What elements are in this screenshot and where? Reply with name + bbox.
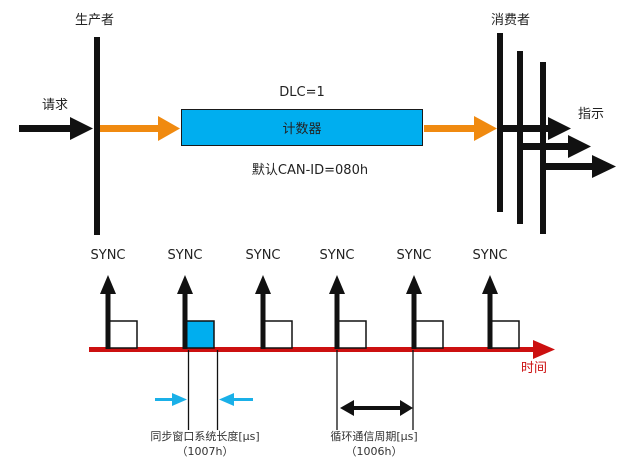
sync-window-frame-highlighted [185, 320, 215, 349]
sync-window-label: 同步窗口系统长度[μs] [150, 430, 260, 443]
sync-pulse [255, 275, 293, 349]
request-arrow [19, 117, 93, 140]
sync-label: SYNC [167, 248, 203, 263]
consumer-label: 消费者 [491, 13, 531, 28]
sync-arrow-shaft [411, 290, 417, 349]
sync-label: SYNC [396, 248, 432, 263]
sync-frame-box [490, 320, 520, 349]
cycle-period-index: （1006h） [345, 445, 403, 458]
sync-pulse [406, 275, 444, 349]
sync-arrow-shaft [182, 290, 188, 349]
indication-label: 指示 [578, 107, 605, 122]
sync-arrow-head [482, 275, 498, 294]
sync-window-index: （1007h） [176, 445, 234, 458]
time-axis-label: 时间 [521, 361, 548, 376]
sync-arrow-head [255, 275, 271, 294]
sync-window-right-arrow [219, 393, 253, 406]
can-id-label: 默认CAN-ID=080h [251, 163, 369, 178]
cycle-period-label: 循环通信周期[μs] [330, 430, 418, 443]
sync-window-left-arrow [155, 393, 187, 406]
counter-label: 计数器 [282, 122, 322, 137]
cycle-period-double-arrow [340, 400, 413, 416]
sync-arrow-head [329, 275, 345, 294]
counter-box: 计数器 [181, 109, 423, 146]
time-axis [89, 340, 555, 359]
sync-arrow-head [177, 275, 193, 294]
sync-arrow-head [100, 275, 116, 294]
sync-label: SYNC [472, 248, 508, 263]
sync-frame-box [108, 320, 138, 349]
sync-arrow-shaft [260, 290, 266, 349]
sync-pulse [100, 275, 138, 349]
sync-frame-box [263, 320, 293, 349]
indication-arrow-2 [523, 135, 591, 158]
sync-arrow-shaft [105, 290, 111, 349]
sync-label: SYNC [90, 248, 126, 263]
producer-to-counter-arrow [100, 116, 180, 141]
producer-bar [94, 37, 100, 235]
sync-frame-box [337, 320, 367, 349]
sync-pulse [329, 275, 367, 349]
request-label: 请求 [42, 98, 69, 113]
indication-arrow-1 [503, 117, 571, 140]
sync-pulse [177, 275, 215, 349]
counter-to-consumer-arrow [424, 116, 497, 141]
sync-arrow-head [406, 275, 422, 294]
sync-label: SYNC [319, 248, 355, 263]
sync-pulse [482, 275, 520, 349]
consumer-bar-1 [497, 33, 503, 212]
sync-arrow-shaft [487, 290, 493, 349]
sync-label: SYNC [245, 248, 281, 263]
producer-label: 生产者 [75, 13, 115, 28]
sync-frame-box [414, 320, 444, 349]
consumer-bar-2 [517, 51, 523, 224]
sync-arrow-shaft [334, 290, 340, 349]
indication-arrow-3 [546, 155, 616, 178]
dlc-label: DLC=1 [279, 85, 325, 100]
